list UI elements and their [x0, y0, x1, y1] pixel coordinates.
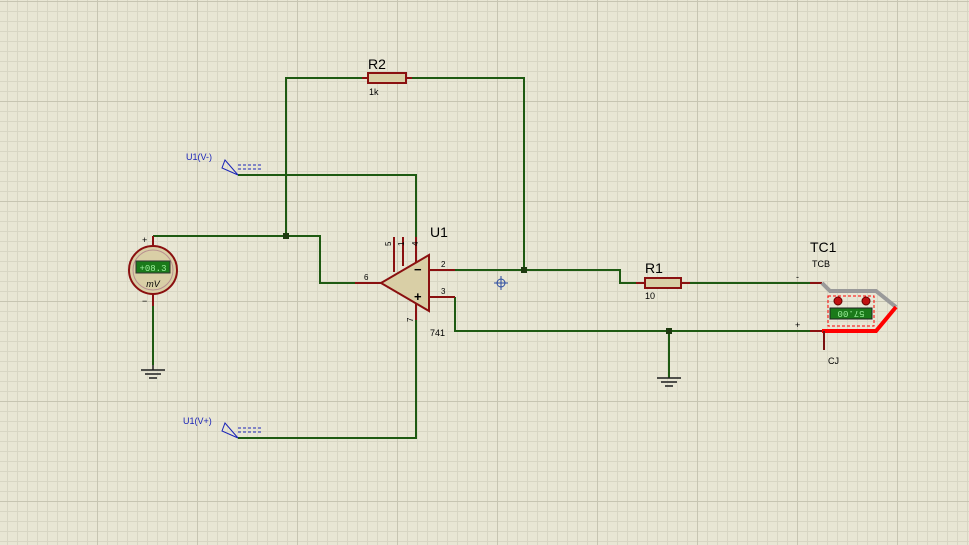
- terminal-vneg-label: U1(V-): [186, 152, 212, 162]
- wires: [152, 77, 810, 439]
- junction-dot: [283, 233, 289, 239]
- wire-feedback-left[interactable]: [285, 77, 367, 236]
- u1-value-label: 741: [430, 328, 445, 338]
- increase-temp-button[interactable]: [861, 296, 871, 306]
- pin-number: 2: [441, 260, 446, 269]
- resistor-r2[interactable]: R2 1k: [362, 56, 412, 97]
- junction-dot: [666, 328, 672, 334]
- meter-unit: mV: [146, 279, 160, 289]
- pin-number: 5: [384, 241, 393, 246]
- tc1-minus-label: -: [796, 272, 799, 282]
- crosshair-icon: [494, 276, 508, 290]
- wire-vneg[interactable]: [238, 174, 417, 237]
- decrease-temp-button[interactable]: [833, 296, 843, 306]
- meter-minus-sign: −: [142, 296, 147, 306]
- opamp-u1[interactable]: − + 2 3 6 4 1 5 7 U1 741: [355, 224, 455, 338]
- meter-reading: +08.3: [139, 264, 166, 274]
- tc-reading: 57.00: [837, 308, 864, 318]
- pin-number: 1: [397, 241, 406, 246]
- tc1-plus-label: +: [795, 320, 800, 330]
- pin-number: 7: [406, 317, 415, 322]
- r2-value-label: 1k: [369, 87, 379, 97]
- terminal-vneg[interactable]: U1(V-): [186, 152, 262, 176]
- ground-symbol-left[interactable]: [141, 365, 165, 379]
- terminal-vpos[interactable]: U1(V+): [183, 416, 262, 439]
- thermocouple-tc1[interactable]: 57.00 TC1 TCB - + CJ: [795, 239, 898, 366]
- ground-symbol-right[interactable]: [657, 377, 681, 387]
- opamp-noninverting-symbol: +: [414, 289, 422, 304]
- wire-feedback-right[interactable]: [407, 77, 525, 270]
- wire-inv-r1[interactable]: [455, 269, 640, 284]
- tc1-model-label: TCB: [812, 259, 830, 269]
- wire-vpos[interactable]: [238, 320, 417, 439]
- junction-dot: [521, 267, 527, 273]
- meter-plus-sign: +: [142, 235, 147, 245]
- r2-ref-label: R2: [368, 56, 386, 72]
- u1-ref-label: U1: [430, 224, 448, 240]
- resistor-r1[interactable]: R1 10: [636, 260, 690, 301]
- wire-noninv-tc[interactable]: [454, 297, 810, 332]
- millivoltmeter[interactable]: +08.3 mV + −: [128, 235, 178, 306]
- wire-meter-output[interactable]: [153, 235, 357, 284]
- tc1-ref-label: TC1: [810, 239, 837, 255]
- terminal-vpos-label: U1(V+): [183, 416, 212, 426]
- tc-display: [829, 307, 873, 320]
- pin-number: 6: [364, 273, 369, 282]
- opamp-inverting-symbol: −: [414, 262, 422, 277]
- pin-number: 3: [441, 287, 446, 296]
- meter-display: [135, 260, 171, 274]
- r1-ref-label: R1: [645, 260, 663, 276]
- tc1-cj-label: CJ: [828, 356, 839, 366]
- r1-value-label: 10: [645, 291, 655, 301]
- pin-number: 4: [411, 241, 420, 246]
